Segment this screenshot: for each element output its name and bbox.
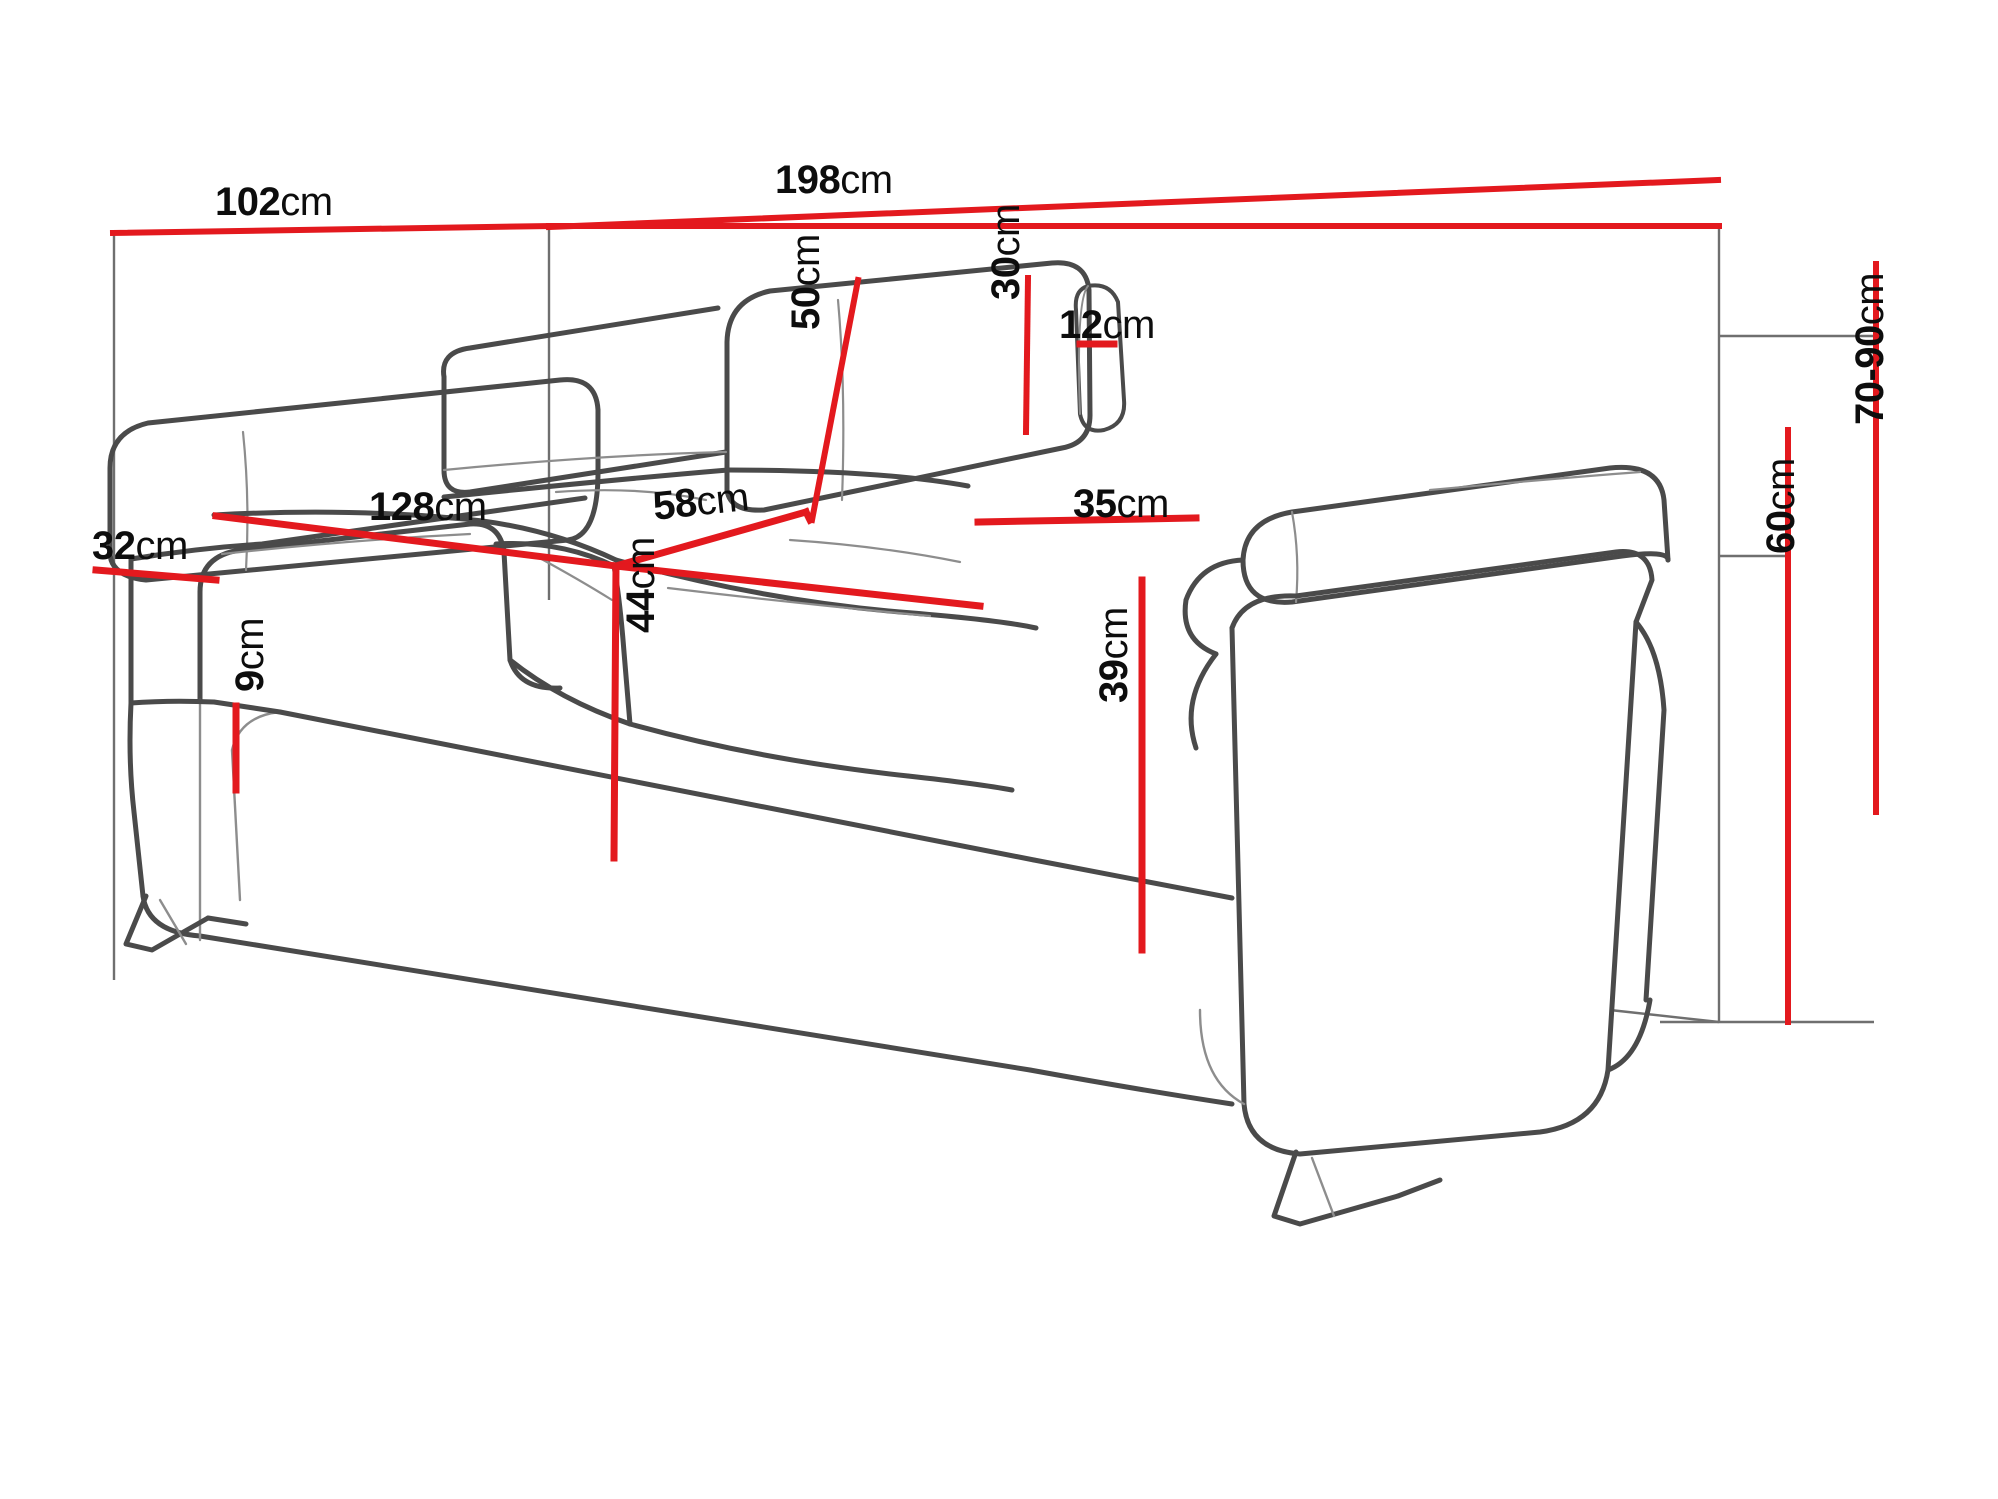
dim-unit: cm — [1092, 607, 1136, 660]
dimline-headrest-height — [1022, 274, 1032, 436]
dim-label-armrest-width: 32cm — [92, 526, 188, 566]
dim-label-overall-height: 70-90cm — [1848, 272, 1892, 425]
dim-value: 70-90 — [1848, 325, 1892, 425]
dim-value: 12 — [1059, 303, 1103, 347]
dim-label-depth-total: 102cm — [215, 182, 333, 222]
dim-value: 32 — [92, 524, 136, 568]
dimline-backrest-height — [808, 276, 862, 524]
dim-unit: cm — [280, 180, 333, 224]
dim-value: 35 — [1073, 482, 1117, 526]
dim-label-headrest-height: 30cm — [984, 204, 1028, 301]
dim-label-seat-depth: 58cm — [650, 474, 751, 529]
dimline-seat-width — [212, 512, 620, 570]
left-headrest — [107, 377, 601, 552]
dim-value: 128 — [369, 485, 435, 529]
dim-value: 198 — [775, 158, 841, 202]
dim-unit: cm — [784, 234, 828, 287]
dim-value: 44 — [619, 589, 663, 634]
right-armrest-top — [1240, 464, 1671, 563]
dimension-lines — [92, 176, 1879, 1025]
sofa-legs — [123, 893, 1443, 1227]
dimline-armrest-width — [92, 566, 220, 584]
seat-cushion-left — [197, 521, 513, 663]
dim-value: 60 — [1759, 510, 1803, 555]
dimline-armrest-depth — [974, 514, 1200, 526]
dim-unit: cm — [135, 524, 189, 568]
dim-label-back-height: 60cm — [1759, 458, 1803, 555]
dim-label-seat-height: 39cm — [1092, 607, 1136, 704]
dimline-seat-front — [612, 562, 984, 610]
dim-unit: cm — [984, 204, 1028, 257]
dim-unit: cm — [619, 537, 663, 590]
dim-value: 39 — [1092, 659, 1136, 704]
dimline-width-total-b — [545, 176, 1722, 231]
headrest-cylinder — [1073, 283, 1127, 433]
dim-value: 9 — [228, 670, 272, 692]
dim-value: 50 — [784, 286, 828, 331]
sofa-body-outline — [107, 260, 1671, 1227]
dim-unit: cm — [1102, 303, 1156, 347]
dim-value: 102 — [215, 180, 281, 224]
dim-label-armrest-depth: 35cm — [1073, 484, 1169, 524]
guide-lines — [112, 226, 1874, 1024]
dim-unit: cm — [434, 485, 487, 529]
dim-unit: cm — [1848, 272, 1892, 326]
dim-label-headrest-thickness: 12cm — [1059, 305, 1155, 345]
dim-value: 58 — [650, 480, 699, 529]
dim-label-backrest-height: 50cm — [784, 234, 828, 331]
dim-unit: cm — [694, 474, 751, 525]
dimline-seat-height-back — [610, 562, 620, 862]
dimline-depth-total — [109, 222, 553, 237]
dim-label-leg-height: 9cm — [228, 617, 272, 692]
dim-label-seat-width: 128cm — [369, 487, 487, 527]
dim-unit: cm — [1116, 482, 1170, 526]
right-headrest — [724, 260, 1093, 493]
dim-unit: cm — [840, 158, 893, 202]
dim-label-width-total: 198cm — [775, 160, 893, 200]
dim-unit: cm — [228, 617, 272, 671]
dim-label-seat-height-back: 44cm — [619, 537, 663, 634]
dim-value: 30 — [984, 256, 1028, 301]
dimline-seat-depth — [611, 507, 811, 571]
dim-unit: cm — [1759, 458, 1803, 511]
